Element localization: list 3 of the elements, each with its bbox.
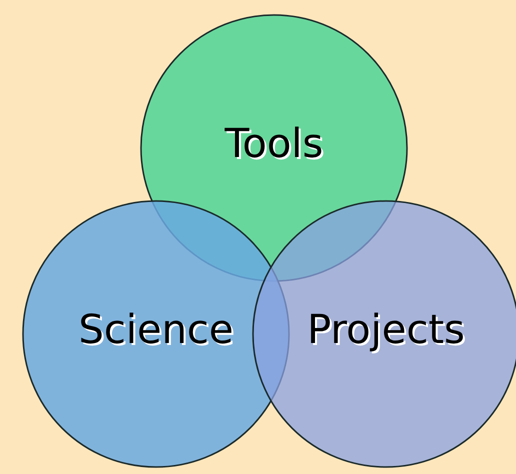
- circle-label: Projects: [307, 307, 465, 353]
- circle-label: Science: [78, 307, 234, 353]
- circle-label: Tools: [224, 121, 324, 167]
